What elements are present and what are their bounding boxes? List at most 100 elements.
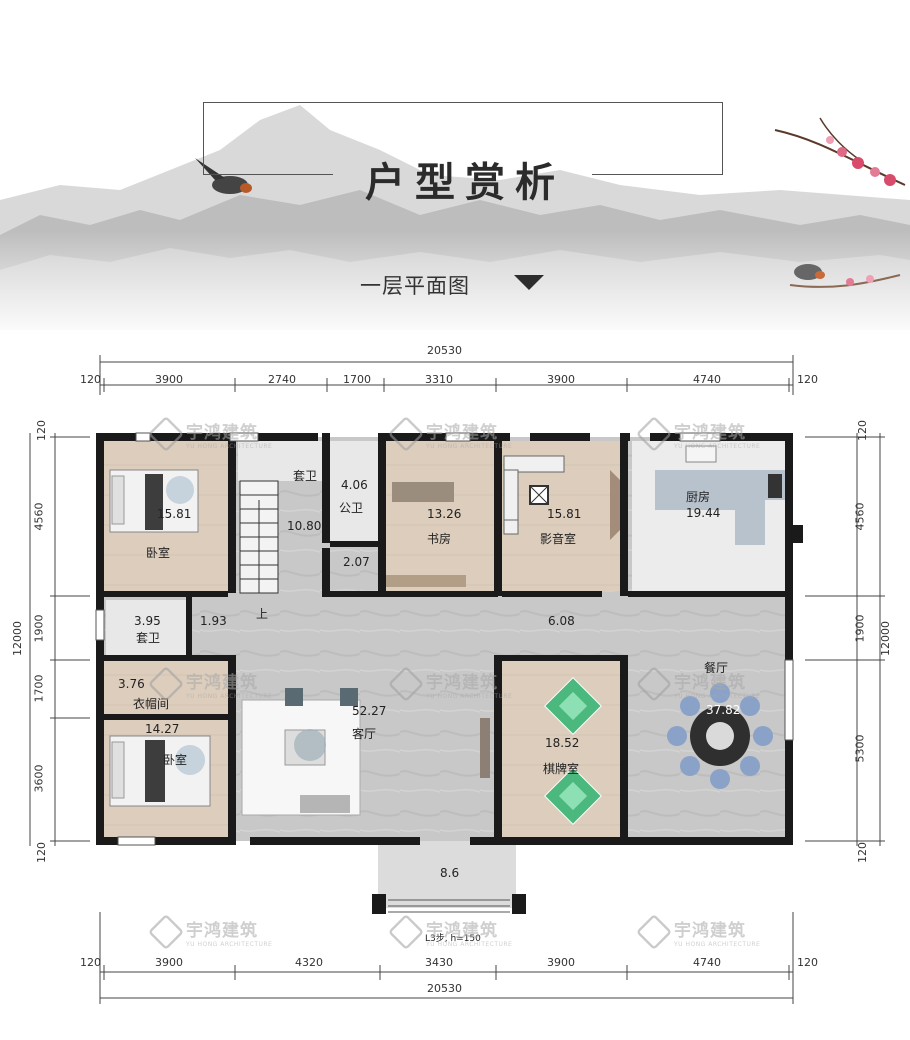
- watermark-subtext: YU HONG ARCHITECTURE: [426, 693, 513, 700]
- watermark-text: 宇鸿建筑: [186, 423, 258, 443]
- left-total-dimension: 12000: [11, 621, 24, 656]
- closet-floor: [104, 661, 230, 716]
- stair-up-label: 上: [256, 607, 269, 621]
- living-area: 52.27: [352, 704, 387, 718]
- ensuite1-label: 套卫: [293, 469, 318, 483]
- top-dimension: 1700: [343, 373, 371, 386]
- theater-label: 影音室: [540, 532, 577, 546]
- watermark-subtext: YU HONG ARCHITECTURE: [186, 693, 273, 700]
- page-title: 户型赏析: [365, 159, 565, 206]
- public-wc-label: 公卫: [339, 501, 364, 515]
- right-dimension: 120: [856, 420, 869, 441]
- top-dimension-lines: [99, 355, 794, 395]
- watermark-text: 宇鸿建筑: [426, 921, 498, 941]
- bed-2: [109, 735, 211, 807]
- watermark-text: 宇鸿建筑: [186, 921, 258, 941]
- dining-area: 37.82: [706, 703, 741, 717]
- watermark-subtext: YU HONG ARCHITECTURE: [674, 941, 761, 948]
- top-dimension: 120: [797, 373, 818, 386]
- watermark-text: 宇鸿建筑: [426, 673, 498, 693]
- floor-plan-subtitle: 一层平面图: [360, 274, 470, 298]
- kitchen-label: 厨房: [686, 490, 711, 504]
- public-wc-area: 4.06: [341, 478, 368, 492]
- ensuite-floor: [238, 441, 326, 481]
- corridor1-area: 1.93: [200, 614, 227, 628]
- bedroom2-area: 14.27: [145, 722, 180, 736]
- dining-table: [667, 683, 773, 789]
- bird-right: [789, 264, 901, 288]
- top-dimension: 120: [80, 373, 101, 386]
- chess-table-1: [544, 677, 602, 735]
- windows: [95, 432, 794, 846]
- right-total-dimension: 12000: [879, 621, 892, 656]
- study-area: 13.26: [427, 507, 462, 521]
- theater-furniture: [503, 455, 620, 540]
- study-floor: [386, 441, 494, 591]
- kitchen-counter: [655, 470, 785, 545]
- small-room-area: 2.07: [343, 555, 370, 569]
- side-dimension-lines: [29, 433, 885, 846]
- down-triangle-icon: [514, 275, 544, 290]
- watermark-text: 宇鸿建筑: [426, 423, 498, 443]
- left-dimension: 1700: [32, 674, 46, 703]
- steps-note: L3步, h=150: [425, 934, 481, 944]
- kitchen-stove: [768, 474, 782, 498]
- corridor2-area: 6.08: [548, 614, 575, 628]
- left-dimension: 120: [35, 842, 48, 863]
- study-shelf: [386, 575, 466, 587]
- left-dimension: 3600: [32, 764, 46, 793]
- right-dimension: 4560: [853, 502, 867, 531]
- floor-plan: [29, 355, 885, 1004]
- watermark-text: 宇鸿建筑: [674, 673, 746, 693]
- watermark-subtext: YU HONG ARCHITECTURE: [674, 443, 761, 450]
- study-label: 书房: [427, 532, 452, 546]
- top-dimension: 3310: [425, 373, 453, 386]
- staircase: [239, 480, 279, 594]
- bottom-dimension: 4740: [693, 956, 721, 969]
- porch-area: 8.6: [440, 866, 460, 880]
- right-dimension: 120: [856, 842, 869, 863]
- publicwc-floor: [330, 441, 382, 541]
- watermark-subtext: YU HONG ARCHITECTURE: [186, 941, 273, 948]
- bedroom1-label: 卧室: [146, 546, 171, 560]
- chess-table-2: [544, 767, 602, 825]
- bottom-dimension: 120: [797, 956, 818, 969]
- bedroom1-area: 15.81: [157, 507, 192, 521]
- watermark-text: 宇鸿建筑: [186, 673, 258, 693]
- title-frame: [203, 102, 723, 175]
- right-dimension: 5300: [853, 734, 867, 763]
- dining-label: 餐厅: [704, 661, 729, 675]
- bottom-total-dimension: 20530: [427, 982, 462, 995]
- porch-steps: [388, 899, 510, 913]
- watermark-subtext: YU HONG ARCHITECTURE: [426, 443, 513, 450]
- bottom-dimension: 3430: [425, 956, 453, 969]
- top-dimension: 2740: [268, 373, 296, 386]
- walls: [96, 433, 803, 914]
- bedroom2-label: 卧室: [163, 753, 188, 767]
- living-label: 客厅: [352, 727, 377, 741]
- theater-area: 15.81: [547, 507, 582, 521]
- closet-area: 3.76: [118, 677, 145, 691]
- top-dimension: 3900: [155, 373, 183, 386]
- title-frame-line: [203, 174, 333, 175]
- porch-floor: [378, 841, 516, 908]
- bottom-dimension: 3900: [155, 956, 183, 969]
- bottom-dimension: 120: [80, 956, 101, 969]
- right-dimension: 1900: [853, 614, 867, 643]
- ensuite2-label: 套卫: [136, 631, 161, 645]
- title-frame-line: [592, 174, 722, 175]
- top-total-dimension: 20530: [427, 344, 462, 357]
- watermark-subtext: YU HONG ARCHITECTURE: [674, 693, 761, 700]
- stair-area-value: 10.80: [287, 519, 322, 533]
- kitchen-sink: [685, 445, 717, 463]
- tv-cabinet: [480, 718, 490, 778]
- ink-landscape-header: [0, 105, 910, 340]
